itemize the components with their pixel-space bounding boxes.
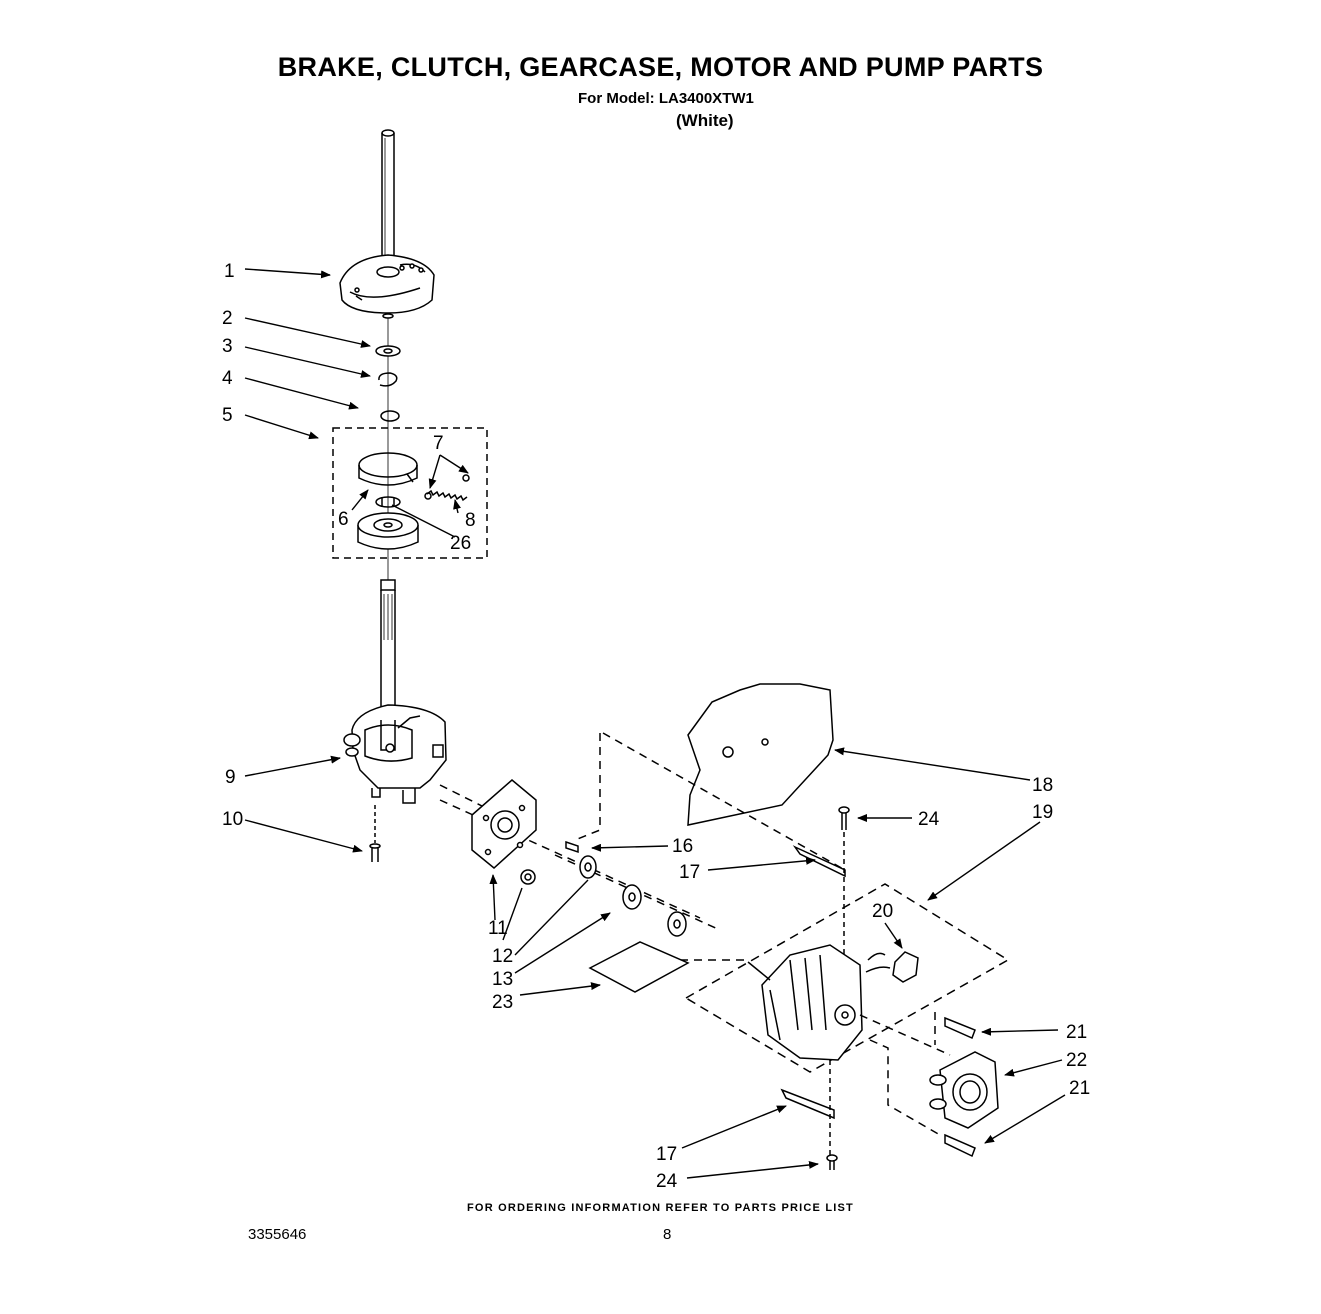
part-11-plug — [520, 869, 536, 885]
part-21-clip-lower — [944, 1133, 976, 1158]
part-17-clip-upper — [792, 845, 846, 878]
leader-lines — [244, 268, 1066, 1179]
pump-gasket-plate — [471, 779, 537, 869]
part-6-clutch-band — [358, 452, 418, 486]
callout-6: 6 — [338, 509, 349, 530]
agitator-shaft-lower — [380, 579, 396, 720]
agitator-shaft-upper — [381, 129, 395, 265]
callout-8: 8 — [465, 510, 476, 531]
callout-1: 1 — [224, 261, 235, 282]
part-18-hole — [722, 746, 734, 758]
callout-18: 18 — [1032, 775, 1053, 796]
callout-16: 16 — [672, 836, 693, 857]
document-number: 3355646 — [248, 1226, 307, 1243]
callout-19: 19 — [1032, 802, 1053, 823]
part-12-13-pump-components — [579, 855, 687, 937]
callout-2: 2 — [222, 308, 233, 329]
part-4-retaining-ring — [380, 410, 400, 422]
part-3-spring-washer — [378, 372, 398, 387]
part-18-hole-small — [761, 738, 769, 746]
part-21-clip-upper — [944, 1016, 976, 1040]
callout-4: 4 — [222, 368, 233, 389]
part-16-screw — [565, 840, 579, 854]
callout-11: 11 — [488, 918, 508, 939]
part-24-screw-upper — [838, 806, 850, 960]
callout-23: 23 — [492, 992, 513, 1013]
callout-7: 7 — [433, 433, 444, 454]
part-10-screw — [369, 805, 381, 862]
callout-26: 26 — [450, 533, 471, 554]
ordering-note: FOR ORDERING INFORMATION REFER TO PARTS … — [467, 1202, 854, 1214]
color-label: (White) — [676, 111, 734, 130]
part-17-clip-lower — [780, 1088, 835, 1120]
callout-12: 12 — [492, 946, 513, 967]
part-20-motor-switch — [865, 951, 919, 983]
pump-alignment-lines — [859, 1012, 951, 1136]
part-7-8-clutch-spring — [424, 474, 470, 502]
part-5-clutch-assembly-box — [332, 427, 488, 559]
callout-21-upper: 21 — [1066, 1022, 1087, 1043]
callout-17-upper: 17 — [679, 862, 700, 883]
callout-24-lower: 24 — [656, 1171, 678, 1192]
callout-22: 22 — [1066, 1050, 1087, 1071]
part-1-brake-assembly — [339, 254, 435, 319]
callout-17-lower: 17 — [656, 1144, 677, 1165]
part-18-shield — [687, 683, 834, 826]
callout-13: 13 — [492, 969, 513, 990]
callout-10: 10 — [222, 809, 243, 830]
part-9-gearcase — [343, 704, 447, 804]
callout-3: 3 — [222, 336, 233, 357]
model-label: For Model: LA3400XTW1 — [578, 90, 754, 107]
page-number: 8 — [663, 1226, 672, 1243]
callout-24-upper: 24 — [918, 809, 940, 830]
callout-20: 20 — [872, 901, 893, 922]
part-19-motor-box — [684, 883, 1010, 1073]
part-2-washer — [375, 345, 401, 357]
callout-5: 5 — [222, 405, 233, 426]
motor — [747, 944, 863, 1061]
callout-21-lower: 21 — [1069, 1078, 1090, 1099]
callout-9: 9 — [225, 767, 236, 788]
part-23-gasket — [588, 941, 690, 993]
part-22-pump — [929, 1051, 999, 1129]
page-title: BRAKE, CLUTCH, GEARCASE, MOTOR AND PUMP … — [277, 52, 1044, 82]
part-24-screw-lower — [826, 1060, 838, 1170]
motor-alignment-line — [602, 732, 846, 871]
clutch-drum — [357, 512, 419, 550]
